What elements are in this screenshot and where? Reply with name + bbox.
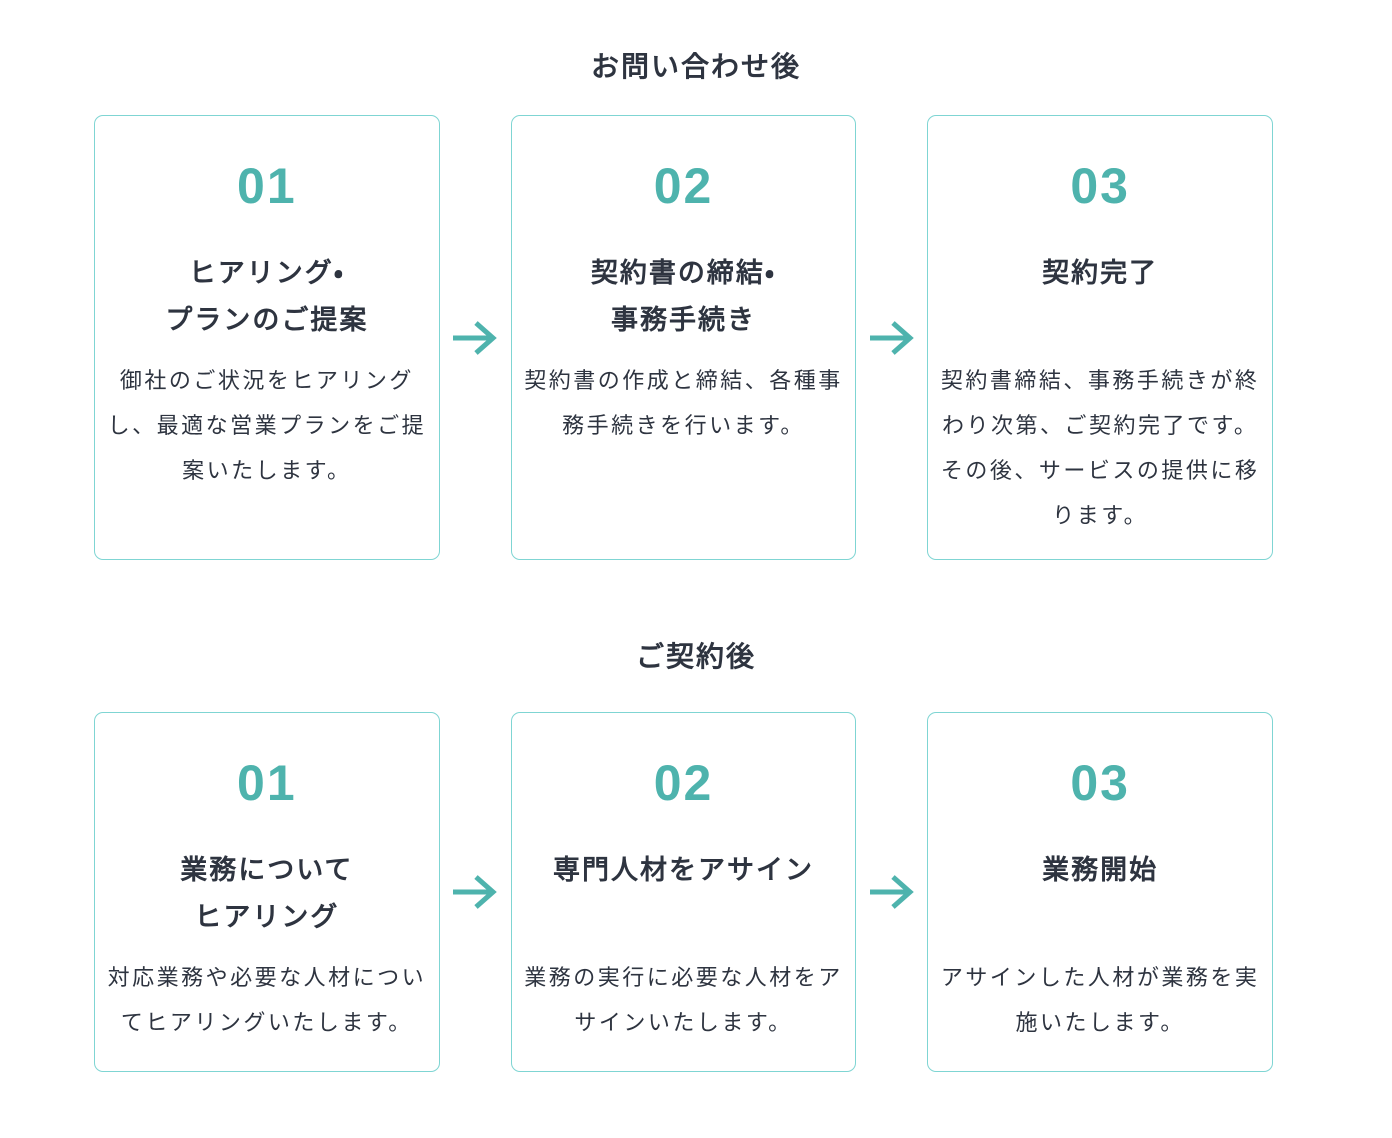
step-title: 業務開始	[1042, 855, 1159, 885]
step-number: 02	[653, 158, 714, 214]
arrow-right-icon	[453, 875, 497, 909]
step-card: 03 業務開始 アサインした人材が業務を実 施いたします。	[927, 712, 1274, 1072]
section-after-inquiry: お問い合わせ後 01 ヒアリング・ プランのご提案 御社のご状況をヒアリング し…	[0, 0, 1392, 560]
section-after-contract: ご契約後 01 業務について ヒアリング 対応業務や必要な人材につい てヒアリン…	[0, 639, 1392, 1072]
step-card: 01 業務について ヒアリング 対応業務や必要な人材につい てヒアリングいたしま…	[94, 712, 440, 1072]
step-title: 契約書の締結・ 事務手続き	[590, 258, 777, 335]
step-card: 02 契約書の締結・ 事務手続き 契約書の作成と締結、各種事 務手続きを行います…	[510, 115, 857, 560]
step-number: 01	[237, 755, 297, 811]
step-connector	[856, 712, 927, 1072]
steps-row: 01 ヒアリング・ プランのご提案 御社のご状況をヒアリング し、最適な営業プラ…	[94, 115, 1274, 560]
step-description: 契約書締結、事務手続きが終 わり次第、ご契約完了です。 その後、サービスの提供に…	[940, 368, 1260, 528]
step-title: 契約完了	[1042, 258, 1159, 288]
step-description: アサインした人材が業務を実 施いたします。	[940, 965, 1260, 1035]
step-number: 01	[237, 158, 297, 214]
step-description: 対応業務や必要な人材につい てヒアリングいたします。	[107, 965, 427, 1035]
step-connector	[440, 115, 511, 560]
step-title: 業務について ヒアリング	[180, 855, 354, 932]
arrow-right-icon	[869, 875, 914, 909]
arrow-right-icon	[869, 320, 914, 355]
step-card: 01 ヒアリング・ プランのご提案 御社のご状況をヒアリング し、最適な営業プラ…	[94, 115, 440, 560]
step-number: 02	[653, 755, 714, 811]
section-heading: ご契約後	[635, 641, 756, 672]
section-heading: お問い合わせ後	[590, 51, 801, 82]
step-description: 業務の実行に必要な人材をア サインいたします。	[524, 965, 843, 1035]
step-connector	[440, 712, 511, 1072]
step-number: 03	[1070, 755, 1130, 811]
step-card: 02 専門人材をアサイン 業務の実行に必要な人材をア サインいたします。	[510, 712, 857, 1072]
steps-row: 01 業務について ヒアリング 対応業務や必要な人材につい てヒアリングいたしま…	[94, 712, 1274, 1072]
step-description: 契約書の作成と締結、各種事 務手続きを行います。	[524, 368, 843, 438]
step-number: 03	[1070, 158, 1130, 214]
step-card: 03 契約完了 契約書締結、事務手続きが終 わり次第、ご契約完了です。 その後、…	[927, 115, 1274, 560]
arrow-right-icon	[453, 320, 497, 355]
step-connector	[856, 115, 927, 560]
step-description: 御社のご状況をヒアリング し、最適な営業プランをご提 案いたします。	[107, 368, 427, 483]
step-title: 専門人材をアサイン	[553, 855, 814, 885]
step-title: ヒアリング・ プランのご提案	[165, 258, 369, 335]
